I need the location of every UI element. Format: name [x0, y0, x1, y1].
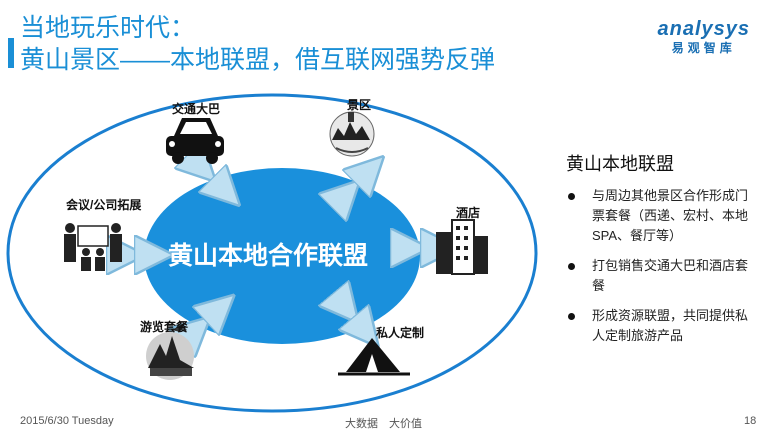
hotel-building-icon: [436, 219, 488, 275]
node-label-bus: 交通大巴: [172, 102, 221, 116]
bullet-dot-icon: [568, 313, 575, 320]
bullet-item: 形成资源联盟，共同提供私人定制旅游产品: [566, 306, 756, 346]
bullet-item: 打包销售交通大巴和酒店套餐: [566, 256, 756, 296]
page-title-line-1: 当地玩乐时代：: [20, 14, 196, 42]
bullet-text: 打包销售交通大巴和酒店套餐: [592, 258, 749, 293]
meeting-people-icon: [64, 223, 122, 271]
node-label-hotel: 酒店: [456, 206, 481, 220]
bullet-item: 与周边其他景区合作形成门票套餐（西递、宏村、本地SPA、餐厅等）: [566, 186, 756, 246]
bullet-dot-icon: [568, 193, 575, 200]
panel-bullet-list: 与周边其他景区合作形成门票套餐（西递、宏村、本地SPA、餐厅等） 打包销售交通大…: [566, 186, 756, 356]
node-label-custom: 私人定制: [376, 326, 425, 340]
title-accent-bar: [8, 38, 14, 68]
page-title-line-2: 黄山景区——本地联盟，借互联网强势反弹: [20, 46, 496, 74]
center-alliance-title: 黄山本地合作联盟: [168, 242, 369, 270]
node-label-meeting: 会议/公司拓展: [66, 198, 142, 212]
car-icon: [166, 118, 224, 164]
logo-subtitle: 易观智库: [671, 41, 736, 55]
footer-slogan: 大数据 大价值: [345, 418, 422, 430]
panel-title: 黄山本地联盟: [566, 154, 674, 174]
bullet-text: 与周边其他景区合作形成门票套餐（西递、宏村、本地SPA、餐厅等）: [592, 188, 749, 243]
tent-icon: [338, 338, 410, 376]
node-label-scenic: 景区: [347, 98, 372, 112]
footer-date: 2015/6/30 Tuesday: [20, 415, 114, 427]
bullet-dot-icon: [568, 263, 575, 270]
page-number: 18: [744, 415, 757, 427]
bullet-text: 形成资源联盟，共同提供私人定制旅游产品: [592, 308, 749, 343]
travel-landmarks-icon: [146, 322, 194, 380]
outer-ring: [6, 93, 538, 413]
node-label-tour: 游览套餐: [140, 320, 189, 334]
connector-arrows: [126, 168, 440, 332]
analysys-logo: analysys 易观智库: [657, 18, 750, 56]
logo-wordmark: analysys: [657, 18, 750, 40]
scenic-globe-icon: [329, 111, 375, 157]
